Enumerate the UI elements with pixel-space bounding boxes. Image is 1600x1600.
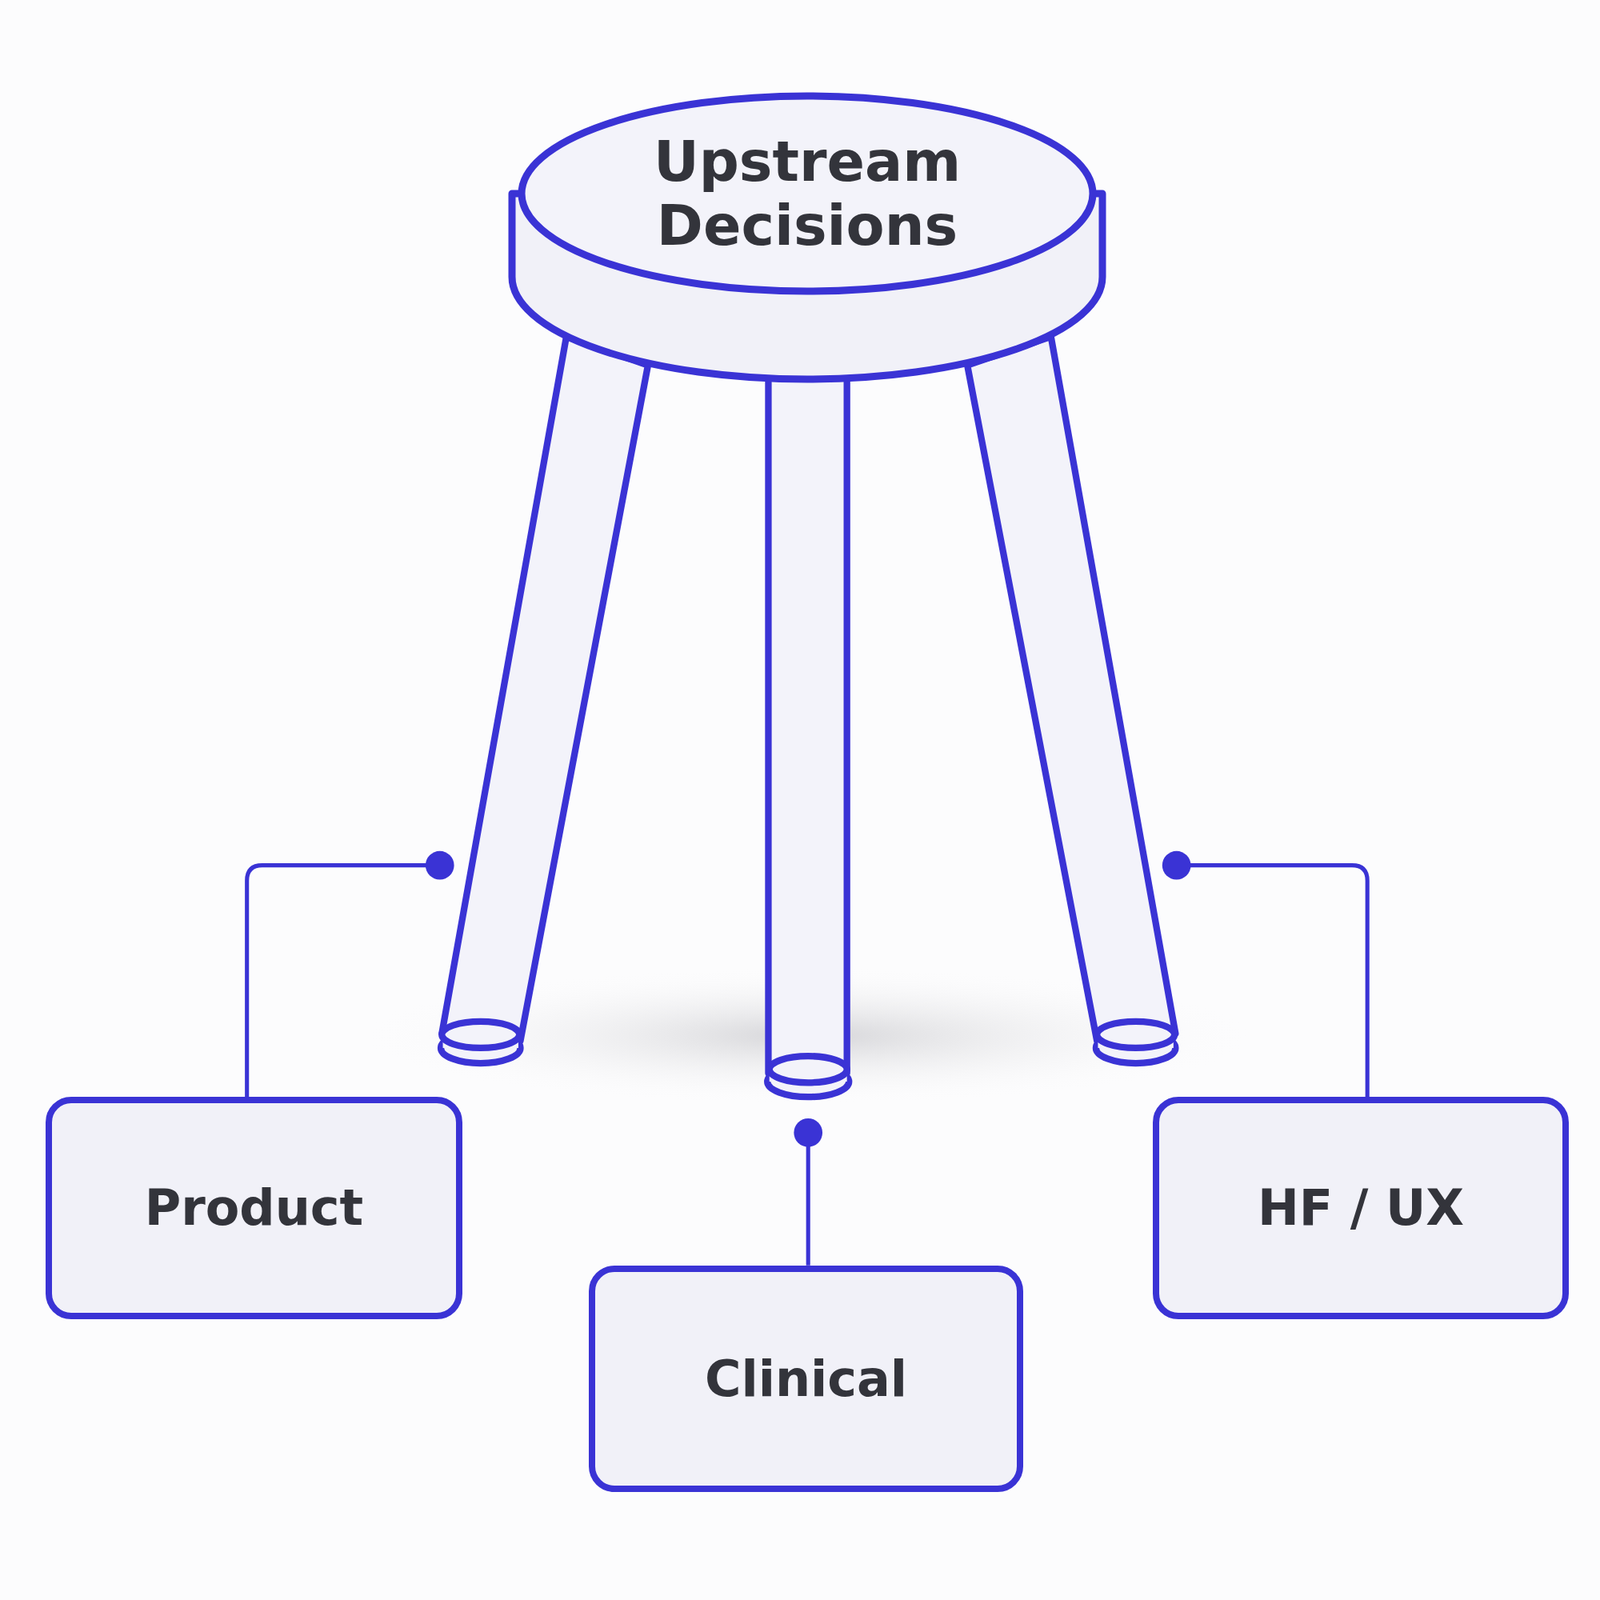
- stool-leg: [768, 377, 847, 1074]
- seat-top: [521, 96, 1093, 292]
- box-label: Product: [144, 1179, 364, 1236]
- leader-line: [1176, 865, 1368, 1098]
- stool-leg: [441, 336, 648, 1041]
- leader-dot: [793, 1118, 823, 1148]
- label-box: Clinical: [588, 1265, 1024, 1492]
- leader-line: [806, 1132, 811, 1266]
- seat-label: Upstream Decisions: [619, 129, 996, 259]
- label-box: HF / UX: [1152, 1096, 1569, 1320]
- box-label: Clinical: [704, 1350, 908, 1408]
- stool-seat: Upstream Decisions: [507, 86, 1108, 386]
- leg-foot: [767, 1056, 849, 1097]
- stool-leg: [967, 336, 1176, 1041]
- label-box: Product: [45, 1096, 463, 1320]
- leader-dot: [1162, 851, 1192, 880]
- leader-line: [247, 865, 440, 1098]
- leader-dot: [425, 851, 455, 880]
- leg-foot: [1096, 1021, 1176, 1064]
- seat-text-area: Upstream Decisions: [507, 86, 1108, 301]
- leg-foot: [440, 1021, 520, 1064]
- box-label: HF / UX: [1257, 1179, 1464, 1236]
